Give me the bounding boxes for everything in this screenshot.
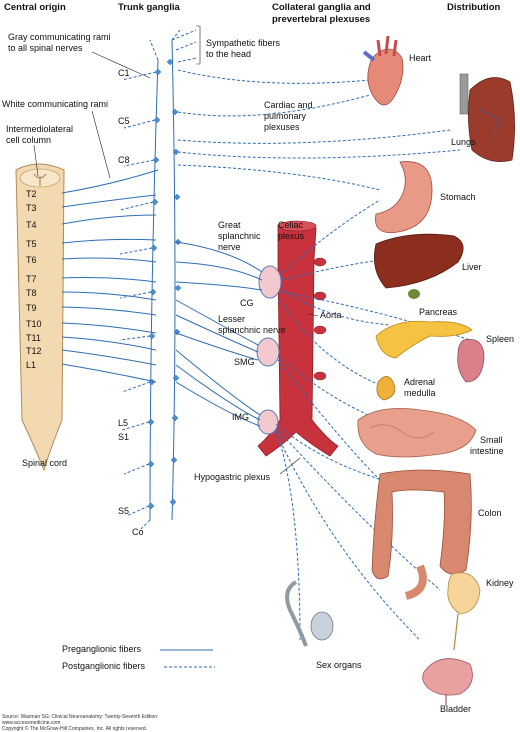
segment-label: T10 bbox=[26, 319, 42, 329]
organ-label-small-intestine-1: Small bbox=[480, 435, 503, 445]
gray-rami-leader bbox=[91, 51, 151, 79]
intermediolateral-leader bbox=[33, 144, 39, 177]
intermediolateral-label-1: Intermediolateral bbox=[6, 124, 73, 134]
segment-label: T5 bbox=[26, 239, 37, 249]
preganglionic-outflow bbox=[61, 169, 159, 383]
lungs-illustration bbox=[459, 73, 515, 163]
segment-label: T11 bbox=[26, 333, 41, 343]
symp-head-label-2: to the head bbox=[206, 49, 251, 59]
trunk-level-label: L5 bbox=[118, 418, 128, 428]
organ-label-adrenal-2: medulla bbox=[404, 388, 436, 398]
gray-rami-fibers bbox=[119, 71, 157, 531]
trunk-level-label: Co bbox=[132, 527, 144, 537]
sex-organs-illustration bbox=[285, 580, 334, 647]
hypogastric-leader bbox=[279, 457, 301, 475]
header-collateral-line1: Collateral ganglia and bbox=[272, 2, 371, 13]
segment-label: T12 bbox=[26, 346, 42, 356]
organ-label-kidney: Kidney bbox=[486, 578, 514, 588]
cardiac-label-1: Cardiac and bbox=[264, 100, 313, 110]
organ-label-small-intestine-2: intestine bbox=[470, 446, 504, 456]
segment-label: L1 bbox=[26, 360, 36, 370]
organ-label-colon: Colon bbox=[478, 508, 502, 518]
organ-label-bladder: Bladder bbox=[440, 704, 471, 714]
great-splanchnic-label-3: nerve bbox=[218, 242, 241, 252]
cg-label: CG bbox=[240, 298, 254, 308]
legend-pre-label: Preganglionic fibers bbox=[62, 644, 142, 654]
gray-rami-label-2: to all spinal nerves bbox=[8, 43, 83, 53]
celiac-label-1: Celiac bbox=[278, 220, 304, 230]
head-fibers bbox=[171, 29, 197, 63]
splanchnic-nerves bbox=[175, 241, 263, 427]
white-rami-label: White communicating rami bbox=[2, 99, 108, 109]
trunk-level-label: S1 bbox=[118, 432, 129, 442]
thoracic-postganglionic-fibers bbox=[177, 69, 461, 191]
hypogastric-label: Hypogastric plexus bbox=[194, 472, 271, 482]
pancreas-illustration bbox=[375, 320, 473, 359]
intermediolateral-label-2: cell column bbox=[6, 135, 51, 145]
header-central-origin: Central origin bbox=[4, 2, 66, 13]
trunk-level-label: S5 bbox=[118, 506, 129, 516]
gray-rami-label-1: Gray communicating rami bbox=[8, 32, 111, 42]
adrenal-illustration bbox=[376, 376, 396, 401]
bladder-illustration bbox=[422, 658, 473, 706]
head-fibers-bracket bbox=[196, 25, 201, 65]
inferior-mesenteric-ganglion bbox=[257, 409, 279, 435]
legend-post-label: Postganglionic fibers bbox=[62, 661, 146, 671]
organ-label-lungs: Lungs bbox=[451, 137, 476, 147]
cardiac-label-3: plexuses bbox=[264, 122, 300, 132]
organ-label-sex-organs: Sex organs bbox=[316, 660, 362, 670]
trunk-ganglia-nodes bbox=[147, 58, 182, 510]
celiac-ganglion bbox=[258, 265, 282, 299]
liver-illustration bbox=[373, 233, 464, 299]
header-collateral-line2: prevertebral plexuses bbox=[272, 14, 370, 25]
smg-label: SMG bbox=[234, 357, 255, 367]
cardiac-label-2: pulmonary bbox=[264, 111, 307, 121]
organ-label-spleen: Spleen bbox=[486, 334, 514, 344]
aorta-label: Aorta bbox=[320, 310, 342, 320]
great-splanchnic-label-2: splanchnic bbox=[218, 231, 261, 241]
segment-label: T3 bbox=[26, 203, 37, 213]
segment-label: T9 bbox=[26, 303, 37, 313]
heart-illustration bbox=[362, 35, 404, 106]
organ-label-adrenal-1: Adrenal bbox=[404, 377, 435, 387]
organ-label-heart: Heart bbox=[409, 53, 432, 63]
great-splanchnic-label-1: Great bbox=[218, 220, 241, 230]
trunk-level-label: C1 bbox=[118, 68, 130, 78]
stomach-illustration bbox=[375, 161, 433, 233]
source-line-1: Source: Waxman SG: Clinical Neuroanatomy… bbox=[2, 714, 158, 720]
spinal-cord-shape bbox=[15, 163, 65, 472]
segment-label: T7 bbox=[26, 274, 37, 284]
organ-label-pancreas: Pancreas bbox=[419, 307, 458, 317]
aorta-shape bbox=[257, 220, 339, 457]
small-intestine-illustration bbox=[357, 408, 477, 458]
header-distribution: Distribution bbox=[447, 2, 500, 13]
header-trunk-ganglia: Trunk ganglia bbox=[118, 2, 180, 13]
trunk-level-label: C5 bbox=[118, 116, 130, 126]
source-line-2: www.accessmedicine.com bbox=[2, 720, 60, 726]
trunk-level-label: C8 bbox=[118, 155, 130, 165]
lesser-splanchnic-label-1: Lesser bbox=[218, 314, 245, 324]
superior-mesenteric-ganglion bbox=[256, 337, 280, 367]
sympathetic-trunk bbox=[149, 29, 181, 521]
cord-segment-labels: T2 T3 T4 T5 T6 T7 T8 T9 T10 T11 T12 L1 bbox=[26, 189, 42, 370]
segment-label: T2 bbox=[26, 189, 37, 199]
segment-label: T6 bbox=[26, 255, 37, 265]
spleen-illustration bbox=[457, 339, 485, 383]
symp-head-label-1: Sympathetic fibers bbox=[206, 38, 281, 48]
organ-label-liver: Liver bbox=[462, 262, 482, 272]
legend: Preganglionic fibers Postganglionic fibe… bbox=[62, 644, 215, 671]
segment-label: T8 bbox=[26, 288, 37, 298]
colon-illustration bbox=[371, 469, 472, 600]
segment-label: T4 bbox=[26, 220, 37, 230]
aorta-arrow bbox=[307, 313, 319, 317]
lesser-splanchnic-label-2: splanchnic nerve bbox=[218, 325, 286, 335]
organ-label-stomach: Stomach bbox=[440, 192, 476, 202]
source-line-3: Copyright © The McGraw-Hill Companies, I… bbox=[2, 725, 147, 732]
white-rami-leader bbox=[91, 110, 111, 179]
spinal-cord-label: Spinal cord bbox=[22, 458, 67, 468]
kidney-illustration bbox=[447, 572, 481, 651]
celiac-label-2: plexus bbox=[278, 231, 305, 241]
img-label: IMG bbox=[232, 412, 249, 422]
